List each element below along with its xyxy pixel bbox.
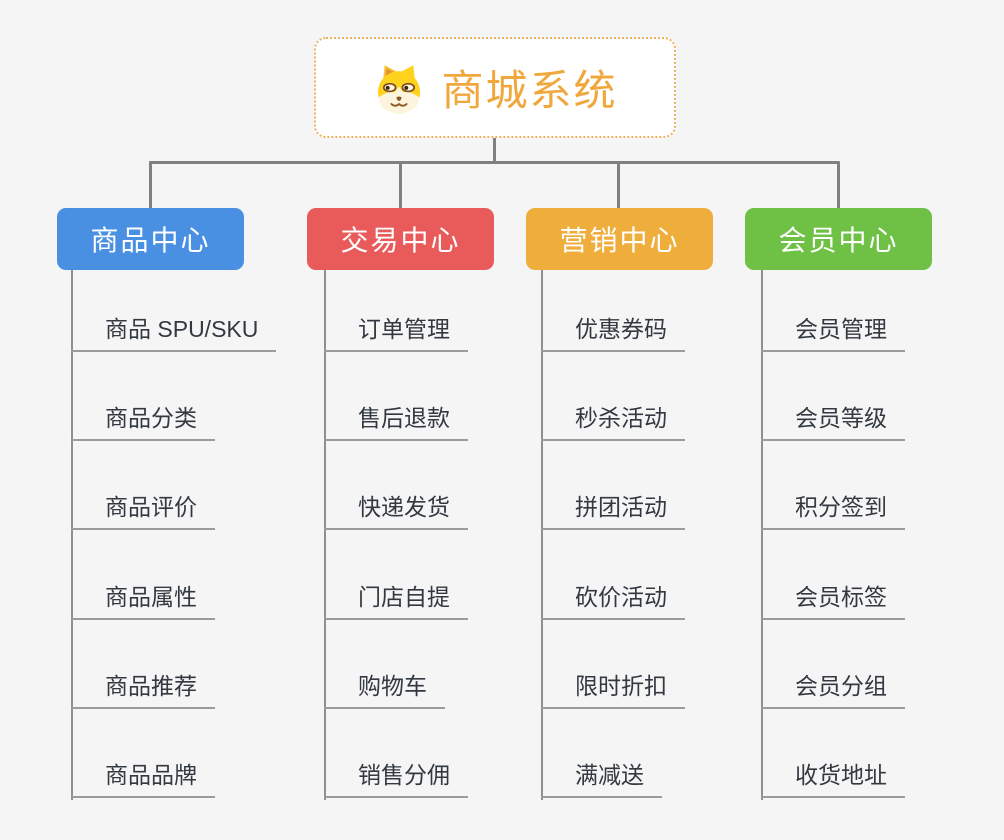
- subtopic[interactable]: 门店自提: [324, 576, 468, 620]
- subtopic[interactable]: 快递发货: [324, 486, 468, 530]
- subtopic[interactable]: 商品 SPU/SKU: [71, 308, 277, 352]
- subtopic[interactable]: 收货地址: [761, 754, 905, 798]
- subtopic[interactable]: 会员管理: [761, 308, 905, 352]
- subtopic[interactable]: 商品分类: [71, 397, 215, 441]
- subtopic[interactable]: 销售分佣: [324, 754, 468, 798]
- subtopic[interactable]: 满减送: [541, 754, 662, 798]
- branch-subline: [324, 270, 326, 800]
- subtopic[interactable]: 商品评价: [71, 486, 215, 530]
- branch-subline: [761, 270, 763, 800]
- dog-face-icon: [378, 64, 421, 113]
- connector-drop-marketing: [617, 161, 620, 209]
- subtopic[interactable]: 会员标签: [761, 576, 905, 620]
- subtopic[interactable]: 优惠券码: [541, 308, 685, 352]
- connector-drop-trade: [399, 161, 402, 209]
- subtopic[interactable]: 限时折扣: [541, 665, 685, 709]
- branch-header-trade[interactable]: 交易中心: [307, 208, 494, 270]
- branch-subline: [71, 270, 73, 800]
- branch-header-marketing[interactable]: 营销中心: [526, 208, 713, 270]
- root-node[interactable]: 商城系统: [314, 37, 676, 138]
- subtopic[interactable]: 商品属性: [71, 576, 215, 620]
- branch-header-product[interactable]: 商品中心: [57, 208, 244, 270]
- subtopic[interactable]: 商品推荐: [71, 665, 215, 709]
- subtopic[interactable]: 砍价活动: [541, 576, 685, 620]
- branch-header-member[interactable]: 会员中心: [745, 208, 932, 270]
- subtopic[interactable]: 会员分组: [761, 665, 905, 709]
- subtopic[interactable]: 会员等级: [761, 397, 905, 441]
- connector-rail: [149, 161, 840, 164]
- subtopic[interactable]: 订单管理: [324, 308, 468, 352]
- connector-root-stem: [493, 136, 496, 164]
- subtopic[interactable]: 秒杀活动: [541, 397, 685, 441]
- subtopic[interactable]: 拼团活动: [541, 486, 685, 530]
- subtopic[interactable]: 购物车: [324, 665, 445, 709]
- branch-subline: [541, 270, 543, 800]
- connector-drop-product: [149, 161, 152, 209]
- root-title: 商城系统: [441, 67, 618, 114]
- subtopic[interactable]: 商品品牌: [71, 754, 215, 798]
- subtopic[interactable]: 售后退款: [324, 397, 468, 441]
- connector-drop-member: [837, 161, 840, 209]
- subtopic[interactable]: 积分签到: [761, 486, 905, 530]
